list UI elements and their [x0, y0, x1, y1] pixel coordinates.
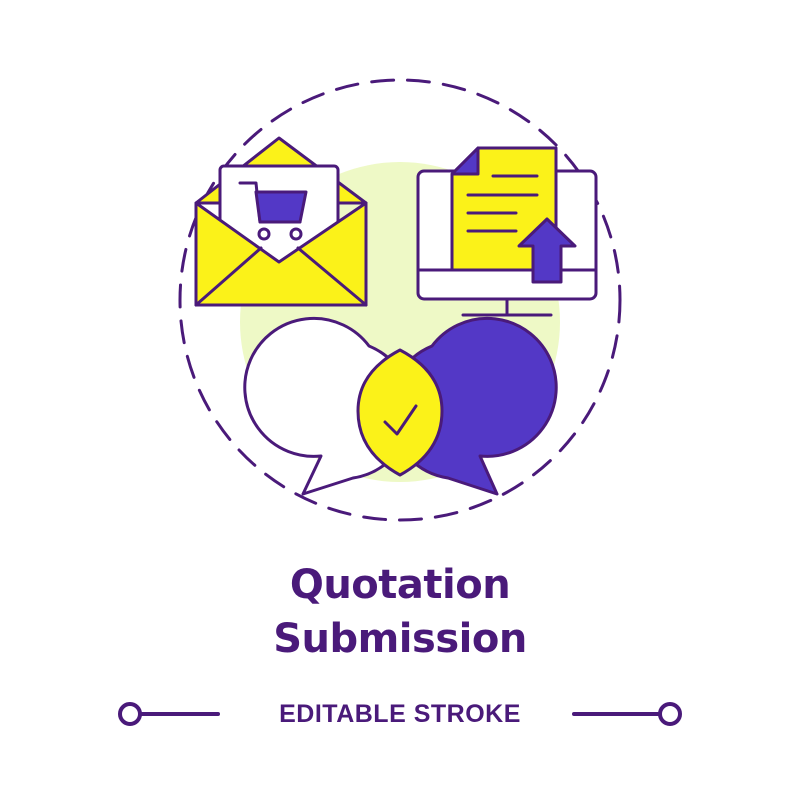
dashed-ring [178, 78, 622, 522]
monitor-document-upload-icon [416, 146, 598, 317]
footer-decoration [118, 702, 682, 726]
editable-stroke-label: EDITABLE STROKE [279, 700, 521, 728]
chat-bubbles-check-icon [243, 316, 558, 496]
envelope-cart-icon [194, 136, 368, 307]
footer: EDITABLE STROKE [0, 694, 800, 734]
page-title-line-2: Submission [273, 616, 527, 662]
page-title-line-1: Quotation [289, 562, 511, 608]
